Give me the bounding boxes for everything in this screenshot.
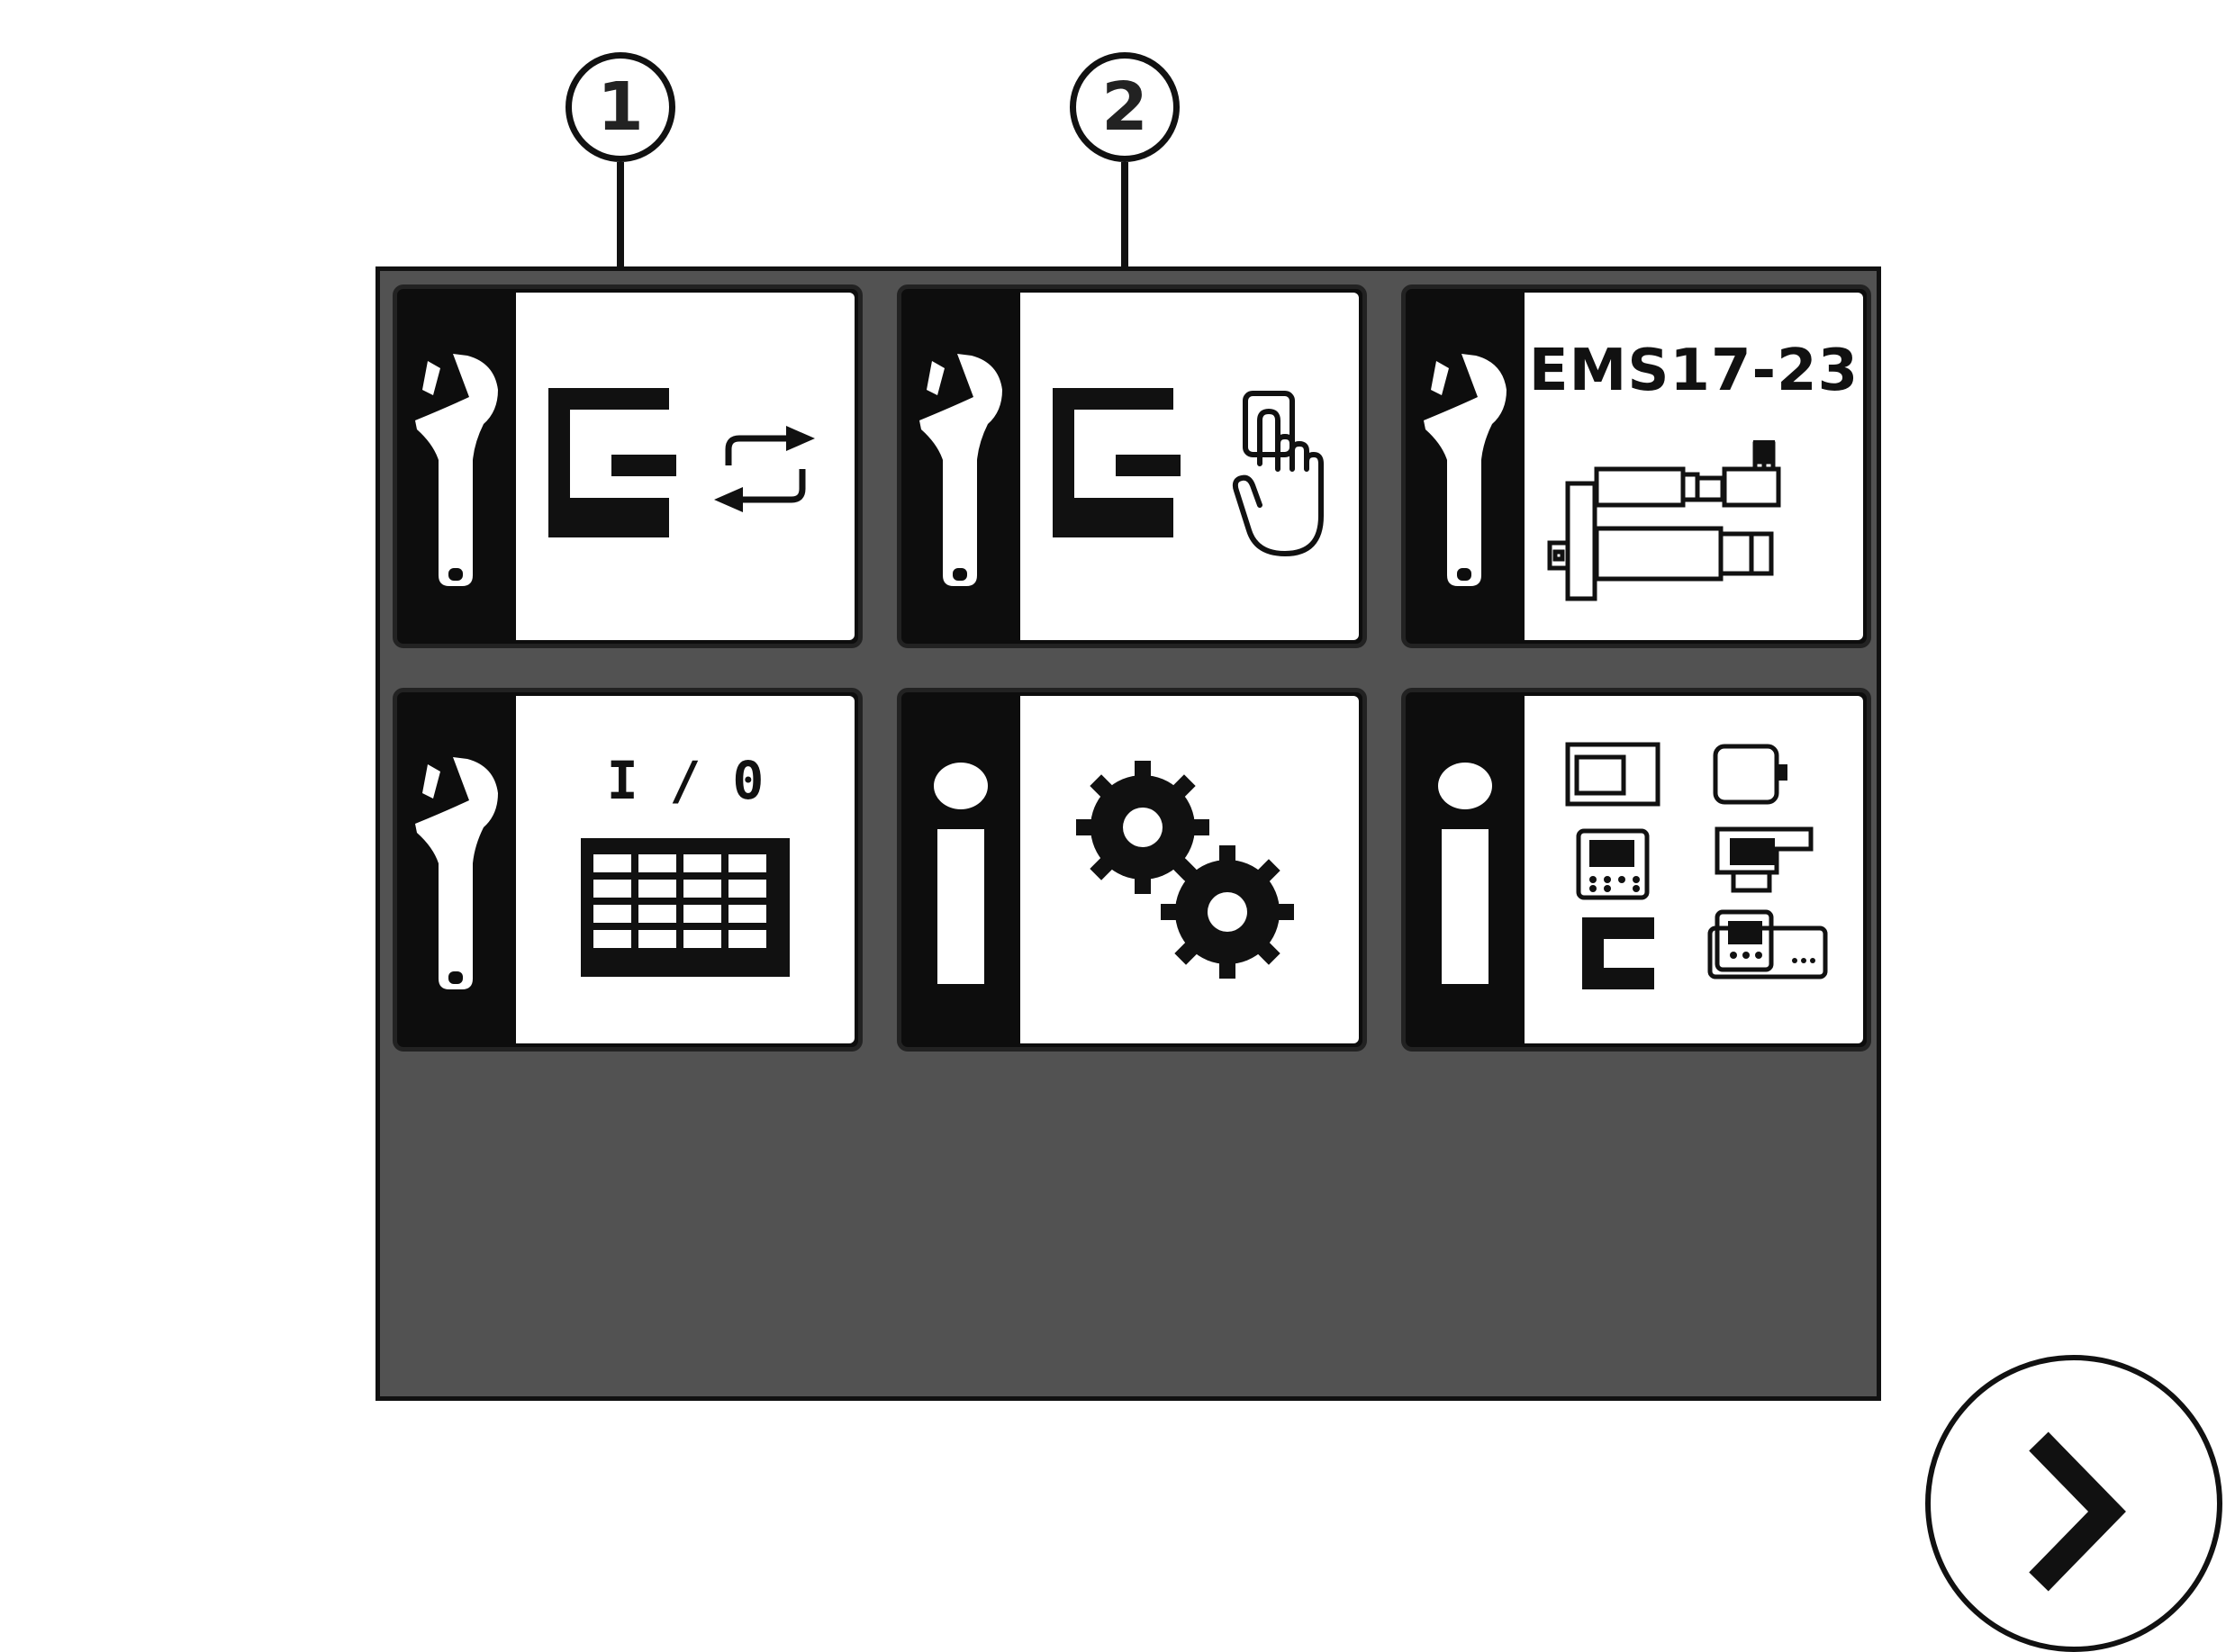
devices-icon: [1565, 742, 1828, 989]
io-table-icon: [581, 838, 790, 977]
callout-2-leader: [1118, 162, 1132, 288]
callout-1-leader: [613, 162, 628, 288]
wrench-icon: [919, 354, 1002, 586]
ems-tile[interactable]: EMS17-23: [1401, 284, 1871, 648]
io-label: I / 0: [606, 750, 765, 811]
callout-1-label: 1: [566, 52, 675, 162]
manual-operation-tile[interactable]: [897, 284, 1367, 648]
settings-info-tile[interactable]: [897, 688, 1367, 1052]
io-tile[interactable]: I / 0: [393, 688, 863, 1052]
menu-panel: EMS17-23: [376, 266, 2222, 1652]
next-page-button[interactable]: [1925, 1355, 2222, 1652]
ems-label: EMS17-23: [1528, 338, 1859, 404]
chevron-right-icon: [2029, 1431, 2126, 1592]
tile-face: [516, 293, 855, 640]
callout-2-label: 2: [1070, 52, 1180, 162]
wrench-icon: [1424, 354, 1507, 586]
machine-exchange-icon: [548, 388, 815, 537]
wrench-icon: [415, 354, 498, 586]
machine-data-exchange-tile[interactable]: [393, 284, 863, 648]
tile-face: [1525, 696, 1863, 1043]
info-icon: [934, 763, 988, 984]
info-icon: [1438, 763, 1492, 984]
devices-info-tile[interactable]: [1401, 688, 1871, 1052]
tile-face: [1020, 696, 1359, 1043]
wrench-icon: [415, 757, 498, 989]
tile-face: [1020, 293, 1359, 640]
gears-icon: [1076, 761, 1294, 979]
machine-assembly-icon: [1547, 440, 1781, 601]
tile-face: I / 0: [516, 696, 855, 1043]
tile-face: EMS17-23: [1525, 293, 1863, 640]
touch-hand-icon: [1053, 388, 1324, 556]
